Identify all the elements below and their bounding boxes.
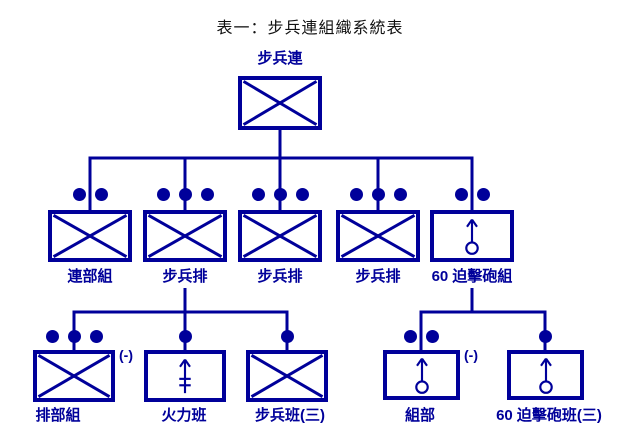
- unit-label-platoon1: 步兵排: [162, 268, 208, 285]
- unit-box-infantry-company: [238, 76, 322, 130]
- unit-label-mortar-group: 60 迫擊砲組: [431, 268, 513, 285]
- rank-dot: [67, 330, 81, 343]
- unit-label-rifle-squad: 步兵班(三): [255, 407, 325, 424]
- infantry-icon: [340, 214, 416, 258]
- rank-dot: [45, 330, 59, 343]
- rank-dot: [200, 188, 214, 201]
- unit-box-mortar-squad: [507, 350, 584, 400]
- unit-box-platoon3: [336, 210, 420, 262]
- infantry-icon: [52, 214, 128, 258]
- rank-dot: [89, 330, 103, 343]
- modifier-group-hq: (-): [464, 347, 478, 363]
- infantry-icon: [242, 80, 318, 126]
- machinegun-icon: [179, 358, 191, 394]
- unit-label-infantry-company: 步兵連: [257, 50, 303, 67]
- modifier-platoon-hq: (-): [119, 347, 133, 363]
- unit-box-mortar-group: [430, 210, 514, 262]
- unit-label-platoon3: 步兵排: [355, 268, 401, 285]
- unit-box-fire-squad: [144, 350, 226, 402]
- infantry-icon: [147, 214, 223, 258]
- unit-label-platoon-hq: 排部組: [35, 407, 81, 424]
- rank-dot: [94, 188, 108, 201]
- rank-dots-platoon1: [145, 188, 225, 201]
- infantry-icon: [250, 354, 324, 398]
- unit-box-platoon2: [238, 210, 322, 262]
- mortar-icon: [538, 357, 553, 394]
- rank-dot: [349, 188, 363, 201]
- rank-dot: [371, 188, 385, 201]
- rank-dots-mortar-group: [432, 188, 512, 201]
- infantry-icon: [242, 214, 318, 258]
- rank-dot: [454, 188, 468, 201]
- rank-dot: [280, 330, 294, 343]
- rank-dots-group-hq: [381, 330, 461, 343]
- infantry-icon: [37, 354, 111, 398]
- unit-box-group-hq: [383, 350, 460, 400]
- rank-dot: [178, 330, 192, 343]
- mortar-icon: [414, 357, 429, 394]
- rank-dots-platoon3: [338, 188, 418, 201]
- rank-dot: [273, 188, 287, 201]
- unit-label-group-hq: 組部: [404, 407, 435, 424]
- rank-dot: [393, 188, 407, 201]
- unit-box-rifle-squad: [246, 350, 328, 402]
- unit-box-company-hq: [48, 210, 132, 262]
- rank-dot: [178, 188, 192, 201]
- rank-dot: [156, 188, 170, 201]
- rank-dot: [72, 188, 86, 201]
- unit-label-fire-squad: 火力班: [161, 407, 207, 424]
- unit-label-platoon2: 步兵排: [257, 268, 303, 285]
- chart-title: 表一：步兵連組織系統表: [216, 18, 404, 37]
- rank-dot: [425, 330, 439, 343]
- rank-dot: [251, 188, 265, 201]
- rank-dots-rifle-squad: [247, 330, 327, 343]
- rank-dots-platoon-hq: [34, 330, 114, 343]
- unit-label-company-hq: 連部組: [67, 268, 113, 285]
- rank-dot: [403, 330, 417, 343]
- mortar-icon: [465, 218, 479, 255]
- rank-dots-fire-squad: [145, 330, 225, 343]
- unit-box-platoon-hq: [33, 350, 115, 402]
- rank-dot: [538, 330, 552, 343]
- rank-dot: [295, 188, 309, 201]
- rank-dots-platoon2: [240, 188, 320, 201]
- rank-dots-mortar-squad: [505, 330, 585, 343]
- unit-box-platoon1: [143, 210, 227, 262]
- rank-dot: [476, 188, 490, 201]
- rank-dots-company-hq: [50, 188, 130, 201]
- unit-label-mortar-squad: 60 迫擊砲班(三): [496, 407, 602, 424]
